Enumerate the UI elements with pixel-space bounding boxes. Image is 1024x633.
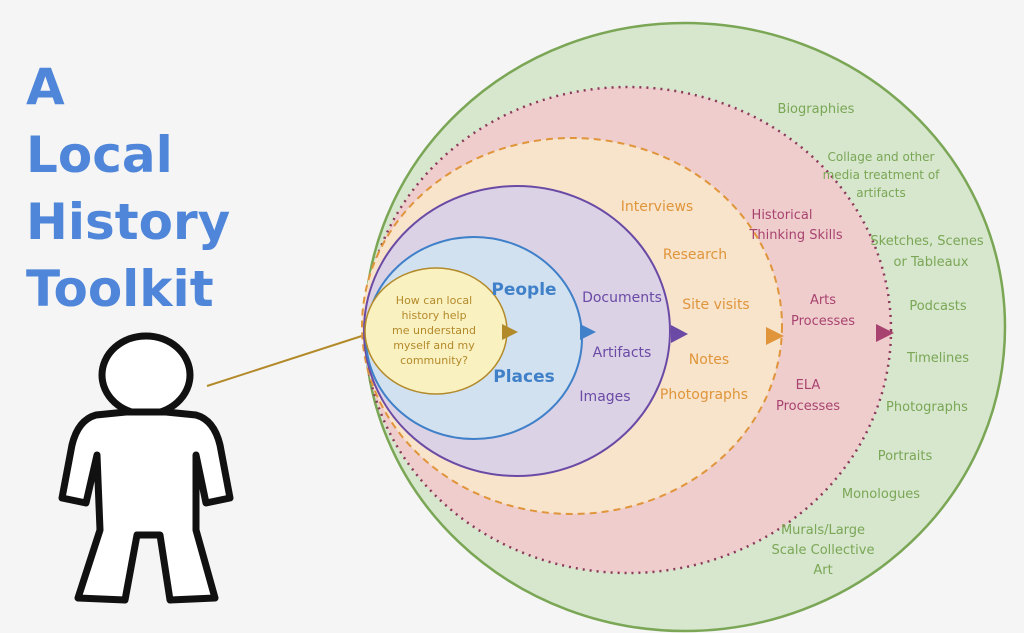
monologues-label: Monologues [842, 487, 920, 502]
arts-processes-label: Arts [810, 293, 836, 308]
question-line: myself and my [393, 339, 475, 352]
arrow-right-icon [766, 327, 784, 345]
arrow-right-icon [671, 325, 688, 343]
murals-label: Art [813, 563, 832, 578]
collage-label: media treatment of [823, 168, 941, 182]
arrow-right-icon [876, 324, 894, 342]
question-line: community? [400, 354, 468, 367]
interviews-label: Interviews [621, 199, 693, 215]
images-label: Images [579, 389, 630, 405]
biographies-label: Biographies [778, 102, 855, 117]
person-sketch-icon [58, 332, 234, 604]
arts-processes-label: Processes [791, 314, 855, 329]
title-line-4: Toolkit [26, 260, 214, 318]
arrow-right-icon [580, 324, 596, 340]
ela-processes-label: Processes [776, 399, 840, 414]
timelines-label: Timelines [906, 351, 969, 366]
portraits-label: Portraits [878, 449, 933, 464]
connector-line [206, 333, 369, 387]
people-label: People [491, 280, 556, 300]
question-line: me understand [392, 324, 476, 337]
ela-processes-label: ELA [796, 378, 821, 393]
places-label: Places [493, 367, 554, 387]
sketches-label: or Tableaux [894, 255, 969, 270]
question-line: How can local [396, 294, 472, 307]
sketches-label: Sketches, Scenes [870, 234, 983, 249]
title-line-2: Local [26, 126, 173, 184]
title-line-3: History [26, 193, 231, 251]
documents-label: Documents [582, 290, 662, 306]
historical-thinking-label: Historical [752, 208, 813, 223]
collage-label: artifacts [856, 186, 905, 200]
murals-label: Murals/Large [781, 523, 865, 538]
question-line: history help [401, 309, 466, 322]
collage-label: Collage and other [828, 150, 935, 164]
notes-label: Notes [689, 352, 729, 368]
title-line-1: A [26, 58, 65, 116]
artifacts-label: Artifacts [593, 345, 652, 361]
podcasts-label: Podcasts [909, 299, 967, 314]
center-question: How can local history help me understand… [392, 294, 476, 367]
murals-label: Scale Collective [772, 543, 875, 558]
arrow-right-icon [502, 324, 518, 340]
historical-thinking-label: Thinking Skills [748, 228, 842, 243]
site-visits-label: Site visits [682, 297, 749, 313]
photographs-method-label: Photographs [660, 387, 748, 403]
research-label: Research [663, 247, 727, 263]
photographs-product-label: Photographs [886, 400, 968, 415]
